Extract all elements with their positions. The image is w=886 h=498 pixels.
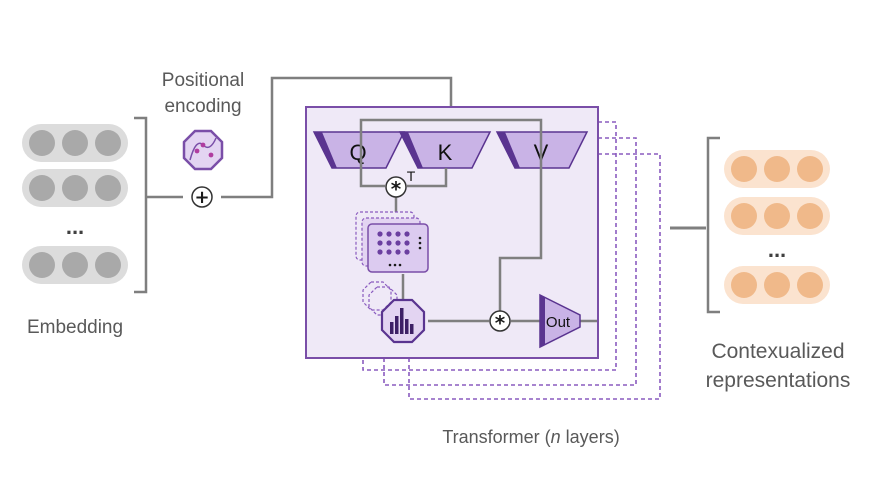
key-label: K <box>438 140 453 165</box>
qk-multiply-symbol: * <box>391 177 402 201</box>
positional-encoding-label-line2: encoding <box>164 96 241 117</box>
key-block: K <box>398 131 492 169</box>
qk-multiply-operator: * T <box>385 168 416 201</box>
transformer-label-prefix: Transformer ( <box>442 427 550 447</box>
embedding-bracket <box>134 116 183 294</box>
add-operator-symbol: + <box>194 187 209 208</box>
query-block: Q <box>312 131 406 169</box>
attention-matrix-stack <box>355 211 429 273</box>
output-ellipsis: ... <box>768 237 786 262</box>
embedding-vector-3 <box>22 246 128 284</box>
embedding-vectors: ... <box>22 124 128 284</box>
embedding-vector-2 <box>22 169 128 207</box>
softmax-icon <box>380 298 426 344</box>
output-vector-3 <box>724 266 830 304</box>
output-label-line1: Contexualized <box>711 340 844 363</box>
transformer-label: Transformer (n layers) <box>442 427 619 447</box>
output-block: Out <box>539 293 581 349</box>
embedding-ellipsis: ... <box>66 214 84 239</box>
transformer-label-n: n <box>551 427 561 447</box>
positional-encoding-label-line1: Positional <box>162 70 244 91</box>
output-label-line2: representations <box>706 369 851 392</box>
transformer-layer-stack <box>362 121 661 400</box>
transpose-label: T <box>407 168 416 184</box>
transformer-label-suffix: layers) <box>561 427 620 447</box>
query-label: Q <box>349 140 366 165</box>
output-block-label: Out <box>546 314 571 331</box>
output-vector-1 <box>724 150 830 188</box>
embedding-vector-1 <box>22 124 128 162</box>
value-multiply-operator: * <box>489 310 511 335</box>
embedding-label: Embedding <box>27 317 123 338</box>
add-operator: + <box>191 186 213 208</box>
output-vector-2 <box>724 197 830 235</box>
output-bracket <box>706 136 720 314</box>
attention-wiring <box>359 118 597 323</box>
output-vectors: ... <box>724 150 830 304</box>
positional-encoding-icon <box>182 129 224 171</box>
value-multiply-symbol: * <box>495 311 506 335</box>
